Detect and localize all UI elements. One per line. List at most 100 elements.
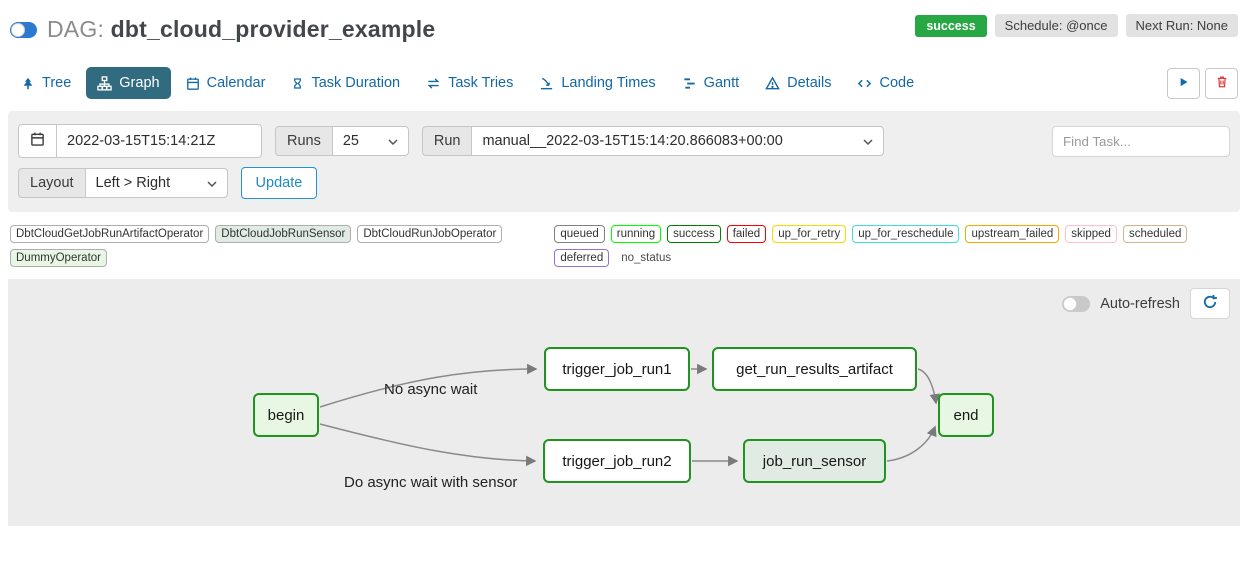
runs-selected-value: 25 (342, 133, 359, 149)
edge-begin-trigger2 (319, 423, 537, 467)
auto-refresh-label: Auto-refresh (1100, 295, 1180, 312)
status-legend-badge: up_for_retry (772, 225, 847, 243)
dag-header: DAG: dbt_cloud_provider_example success … (8, 12, 1240, 43)
layout-label: Layout (18, 168, 86, 198)
page-title: DAG: dbt_cloud_provider_example (47, 16, 435, 43)
tab-task-duration[interactable]: Task Duration (280, 67, 411, 99)
view-tabs: Tree Graph Calendar Task Duration Task T… (8, 67, 1240, 99)
delete-dag-button[interactable] (1205, 67, 1238, 99)
gantt-icon (682, 76, 697, 91)
status-legend-badge: scheduled (1122, 225, 1188, 243)
runs-select[interactable]: 25 (332, 126, 409, 156)
tab-label: Gantt (703, 75, 740, 91)
runs-group: Runs 25 (275, 126, 409, 156)
repeat-icon (426, 76, 441, 91)
auto-refresh-controls: Auto-refresh (1062, 288, 1230, 319)
tab-task-tries[interactable]: Task Tries (415, 67, 524, 99)
run-selected-value: manual__2022-03-15T15:14:20.866083+00:00 (482, 133, 783, 149)
graph-icon (97, 75, 113, 91)
toggle-knob (11, 22, 25, 37)
task-node-end[interactable]: end (938, 393, 994, 437)
operator-badge: DbtCloudJobRunSensor (215, 225, 352, 243)
task-node-get-run-results-artifact[interactable]: get_run_results_artifact (712, 347, 917, 391)
status-legend-badge: up_for_reschedule (852, 225, 960, 243)
tab-landing-times[interactable]: Landing Times (528, 67, 666, 99)
operator-badge: DbtCloudGetJobRunArtifactOperator (10, 225, 210, 243)
find-task-input[interactable] (1052, 125, 1230, 157)
legend: DbtCloudGetJobRunArtifactOperator DbtClo… (8, 225, 1240, 267)
calendar-icon (30, 131, 45, 151)
runs-label: Runs (275, 126, 333, 156)
edge-artifact-end (917, 368, 940, 405)
layout-select[interactable]: Left > Right (85, 168, 228, 198)
code-icon (857, 76, 872, 91)
dag-title-name: dbt_cloud_provider_example (110, 16, 436, 42)
trash-icon (1215, 74, 1229, 92)
next-run-badge: Next Run: None (1125, 14, 1238, 37)
landing-times-icon (539, 76, 554, 91)
dag-title-prefix: DAG: (47, 16, 105, 42)
tab-label: Landing Times (561, 75, 656, 91)
status-legend-badge: skipped (1065, 225, 1117, 243)
task-node-job-run-sensor[interactable]: job_run_sensor (743, 439, 886, 483)
tab-label: Task Tries (448, 75, 514, 91)
dag-pause-toggle[interactable] (10, 21, 37, 38)
airflow-dag-page: DAG: dbt_cloud_provider_example success … (8, 12, 1240, 526)
schedule-badge: Schedule: @once (994, 14, 1118, 37)
graph-canvas: Auto-refresh No async wait Do async wait (8, 279, 1240, 526)
run-select[interactable]: manual__2022-03-15T15:14:20.866083+00:00 (472, 126, 885, 156)
chevron-down-icon (863, 133, 873, 149)
task-node-begin[interactable]: begin (253, 393, 319, 437)
hourglass-icon (291, 76, 304, 91)
status-badge: success (915, 14, 987, 37)
status-legend: queued running success failed up_for_ret… (554, 225, 1238, 267)
tab-label: Details (787, 75, 832, 91)
update-button[interactable]: Update (240, 167, 318, 199)
header-badges: success Schedule: @once Next Run: None (915, 14, 1238, 37)
tab-label: Graph (119, 75, 160, 91)
filter-row-1: Runs 25 Run manual__2022-03-15T15:14:20.… (18, 124, 1230, 158)
base-date-input[interactable] (57, 124, 262, 158)
run-group: Run manual__2022-03-15T15:14:20.866083+0… (421, 126, 885, 156)
calendar-picker-button[interactable] (18, 124, 57, 158)
tree-icon (21, 76, 35, 91)
dag-actions (1167, 67, 1238, 99)
tab-gantt[interactable]: Gantt (671, 67, 750, 99)
status-legend-badge: queued (554, 225, 605, 243)
refresh-icon (1202, 294, 1218, 313)
status-legend-badge: deferred (554, 249, 610, 267)
tab-label: Calendar (206, 75, 266, 91)
tab-label: Tree (42, 75, 72, 91)
status-legend-badge: success (667, 225, 721, 243)
filter-panel: Runs 25 Run manual__2022-03-15T15:14:20.… (8, 111, 1240, 212)
operator-badge: DummyOperator (10, 249, 107, 267)
warning-triangle-icon (765, 75, 780, 91)
edge-label-no-async: No async wait (384, 381, 478, 398)
chevron-down-icon (207, 175, 217, 191)
auto-refresh-toggle[interactable] (1062, 295, 1091, 312)
play-icon (1177, 75, 1190, 92)
base-date-group (18, 124, 262, 158)
edge-sensor-end (886, 425, 937, 462)
tab-calendar[interactable]: Calendar (175, 67, 277, 99)
toggle-knob (1063, 296, 1078, 311)
layout-group: Layout Left > Right (18, 168, 228, 198)
refresh-button[interactable] (1190, 288, 1230, 319)
trigger-dag-button[interactable] (1167, 67, 1200, 99)
tab-label: Task Duration (311, 75, 401, 91)
task-node-trigger-job-run1[interactable]: trigger_job_run1 (544, 347, 690, 391)
run-label: Run (421, 126, 473, 156)
tab-details[interactable]: Details (754, 67, 842, 99)
status-legend-badge: upstream_failed (965, 225, 1060, 243)
tab-graph[interactable]: Graph (86, 67, 171, 99)
status-legend-badge: running (610, 225, 662, 243)
task-node-trigger-job-run2[interactable]: trigger_job_run2 (543, 439, 691, 483)
status-legend-no-status: no_status (621, 252, 672, 264)
filter-row-2: Layout Left > Right Update (18, 167, 1230, 199)
calendar-icon (186, 76, 200, 91)
edge-label-async-sensor: Do async wait with sensor (344, 474, 518, 491)
tab-code[interactable]: Code (846, 67, 925, 99)
layout-selected-value: Left > Right (95, 175, 171, 191)
dag-edges (319, 363, 940, 467)
tab-tree[interactable]: Tree (10, 67, 82, 99)
